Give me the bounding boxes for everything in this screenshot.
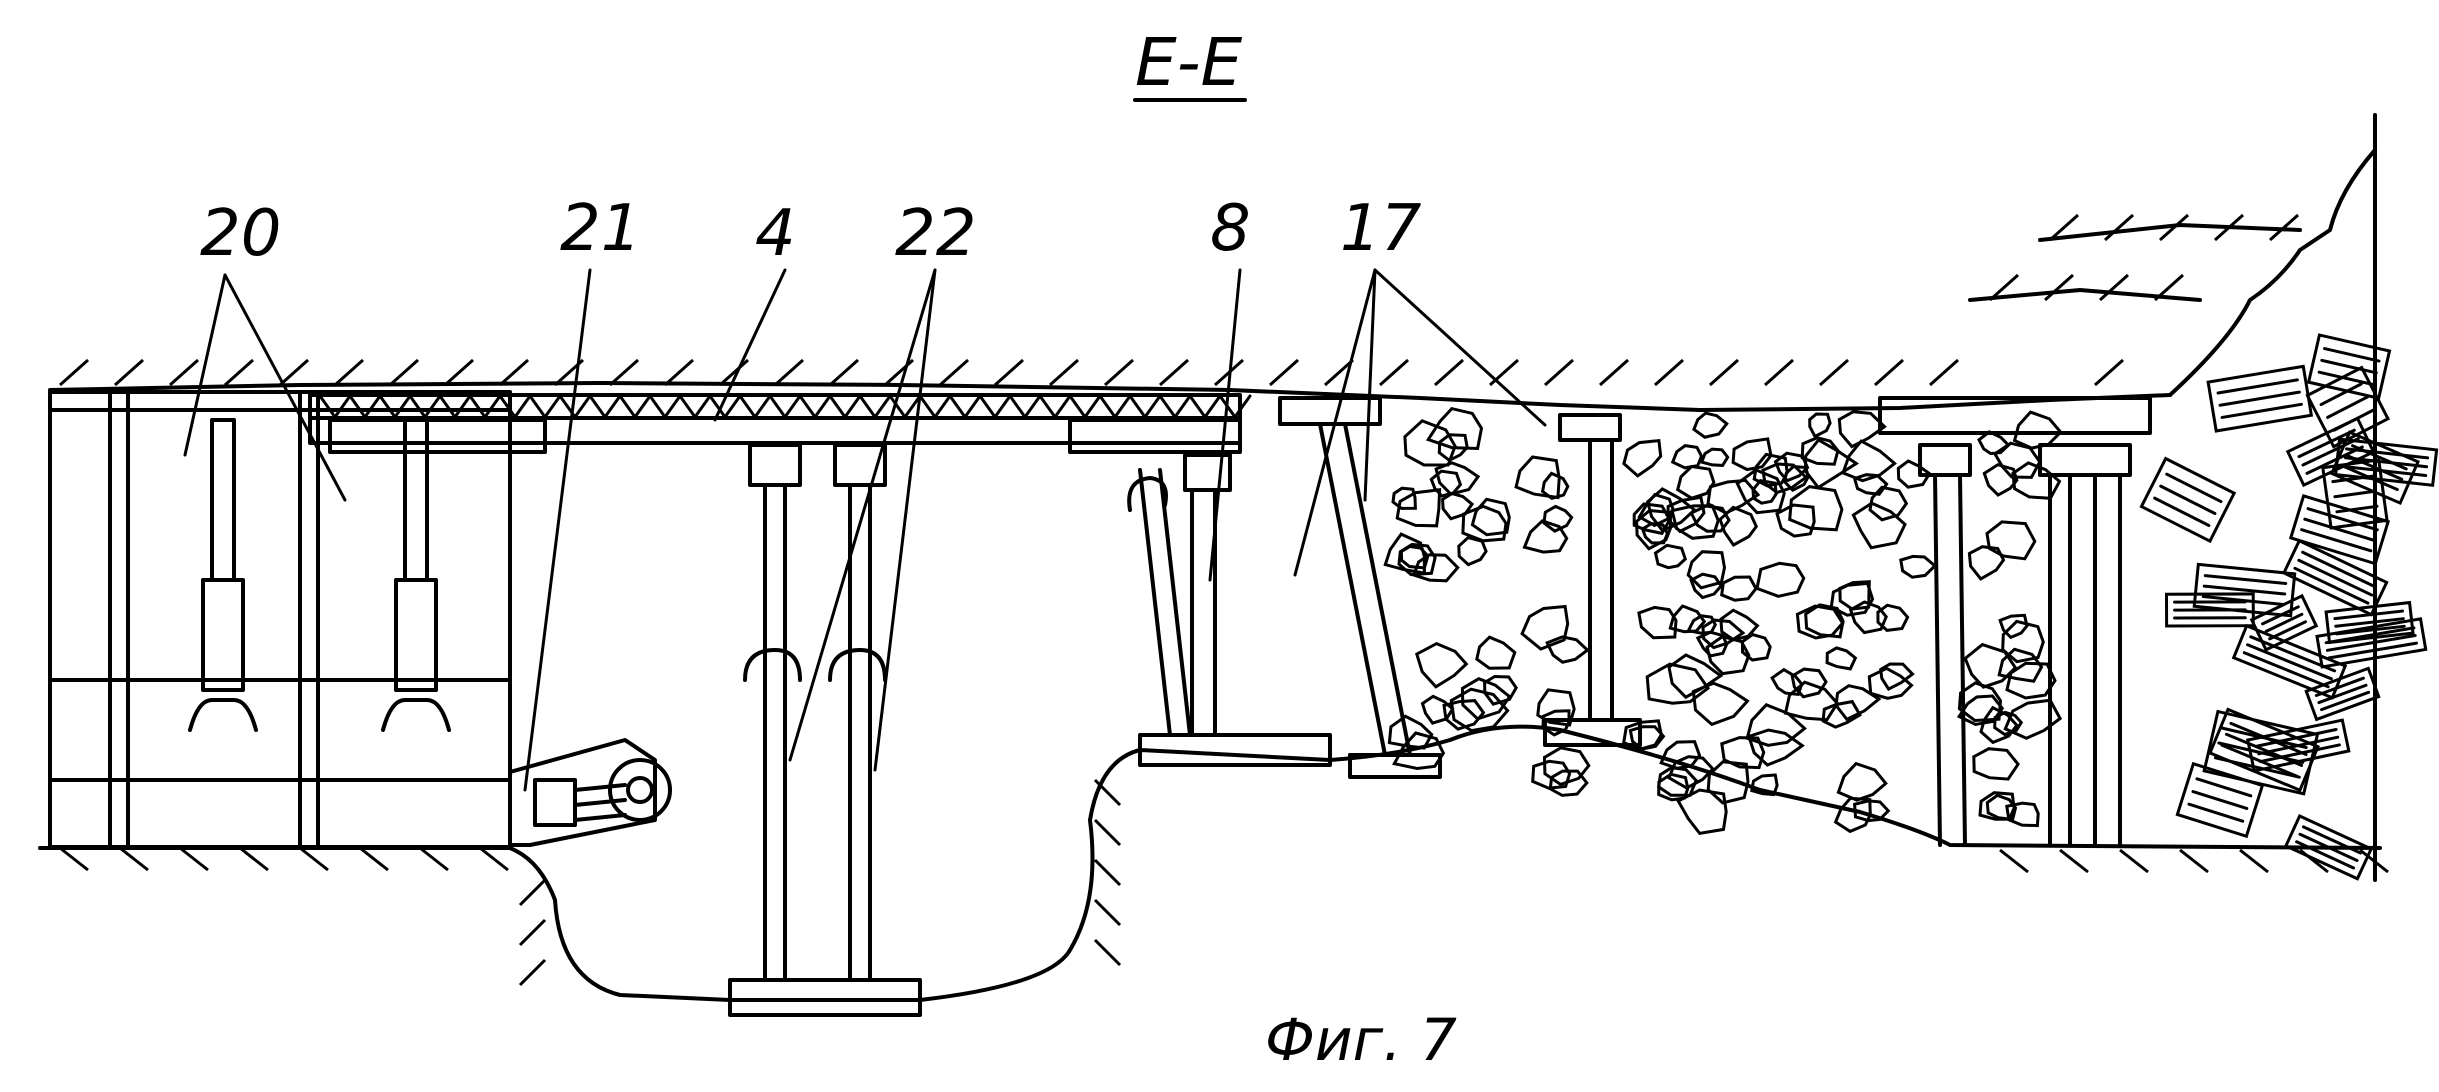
props-22 bbox=[728, 443, 922, 1017]
roof-line bbox=[48, 213, 2389, 987]
figure-caption: Фиг. 7 bbox=[1265, 1006, 1457, 1074]
goaf-rubble bbox=[1383, 406, 2063, 836]
callout-4: 4 bbox=[755, 197, 796, 271]
callout-8: 8 bbox=[1210, 192, 1251, 266]
section-label: E-E bbox=[1135, 24, 1243, 101]
roof-beam-4 bbox=[308, 393, 1252, 454]
callout-22: 22 bbox=[895, 197, 976, 271]
callout-17: 17 bbox=[1340, 192, 1422, 266]
floor-profile bbox=[38, 724, 2382, 1002]
support-section-20 bbox=[48, 390, 512, 849]
props-17 bbox=[1278, 396, 1642, 779]
drive-unit-21 bbox=[508, 738, 672, 847]
callout-20: 20 bbox=[200, 197, 281, 271]
callout-21: 21 bbox=[560, 192, 641, 266]
right-support bbox=[1878, 396, 2152, 847]
section-title: E-E bbox=[1133, 24, 1247, 102]
caving-zone bbox=[1968, 113, 2439, 882]
props-8 bbox=[1127, 453, 1332, 767]
